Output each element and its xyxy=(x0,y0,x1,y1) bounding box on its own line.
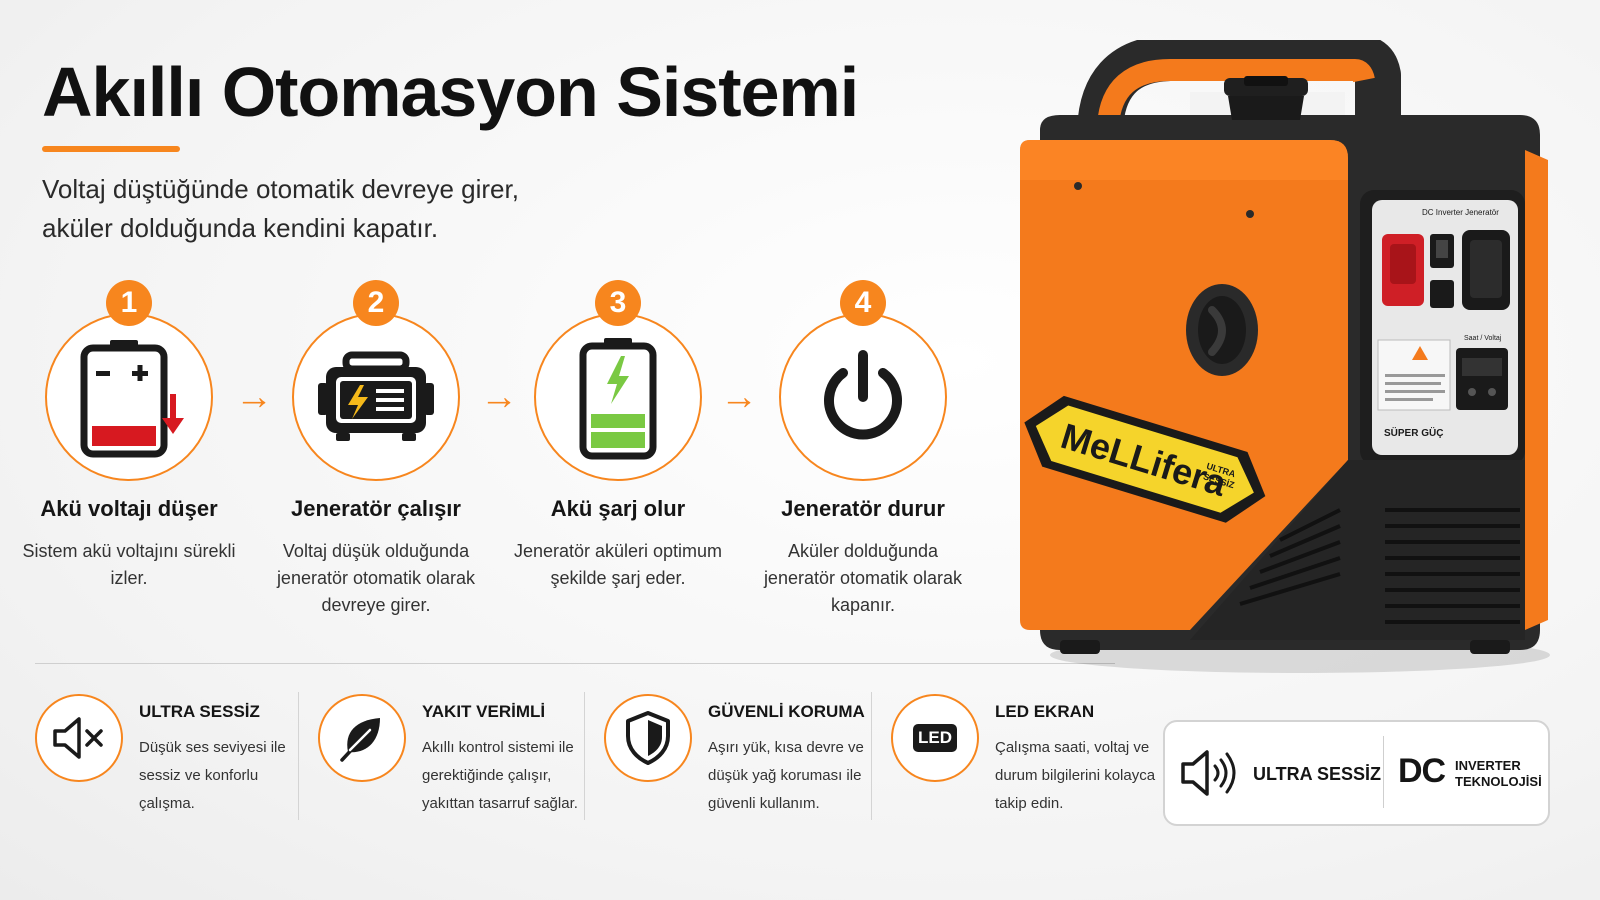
feature-guvenli-koruma: GÜVENLİ KORUMA Aşırı yük, kısa devre ve … xyxy=(604,692,874,822)
speaker-sound-icon xyxy=(1181,750,1236,796)
panel-title: DC Inverter Jeneratör xyxy=(1422,208,1499,217)
power-icon xyxy=(824,350,902,440)
page-title: Akıllı Otomasyon Sistemi xyxy=(42,53,859,131)
step-1-icon-circle xyxy=(45,313,213,481)
led-icon: LED xyxy=(913,724,957,752)
badge-inverter-line1: INVERTER xyxy=(1455,758,1521,773)
feature-separator xyxy=(871,692,872,820)
step-3-desc: Jeneratör aküleri optimum şekilde şarj e… xyxy=(513,541,723,588)
subtitle-line-2: aküler dolduğunda kendini kapatır. xyxy=(42,213,439,243)
badge-inverter-line2: TEKNOLOJİSİ xyxy=(1455,774,1542,789)
feature-led-ekran: LED LED EKRAN Çalışma saati, voltaj ve d… xyxy=(891,692,1161,822)
step-number-1: 1 xyxy=(106,280,152,326)
meter-label: Saat / Voltaj xyxy=(1464,335,1502,342)
step-1-desc: Sistem akü voltajını sürekli izler. xyxy=(22,541,236,588)
feature-icon-circle xyxy=(35,694,123,782)
feature-desc: Düşük ses seviyesi ile sessiz ve konforl… xyxy=(139,739,286,812)
generator-product-image: MeLLifera ULTRA SESSİZ DC Inverter Jener… xyxy=(1020,40,1550,673)
feature-title: LED EKRAN xyxy=(995,702,1095,721)
battery-charging-icon xyxy=(579,338,657,460)
step-3-title: Akü şarj olur xyxy=(550,496,686,521)
subtitle-line-1: Voltaj düştüğünde otomatik devreye girer… xyxy=(42,174,519,204)
section-divider xyxy=(35,663,1115,664)
feature-title: ULTRA SESSİZ xyxy=(139,702,260,721)
step-arrow-3: → xyxy=(720,376,758,418)
feature-separator xyxy=(584,692,585,820)
title-underline xyxy=(42,146,180,152)
page-subtitle: Voltaj düştüğünde otomatik devreye girer… xyxy=(42,170,519,248)
tech-badge: ULTRA SESSİZ DC INVERTER TEKNOLOJİSİ xyxy=(1163,720,1550,826)
badge-inverter-label: INVERTER TEKNOLOJİSİ xyxy=(1455,758,1542,790)
feature-title: GÜVENLİ KORUMA xyxy=(708,702,865,721)
step-2-title: Jeneratör çalışır xyxy=(291,496,461,521)
step-2-desc: Voltaj düşük olduğunda jeneratör otomati… xyxy=(276,541,476,615)
feature-desc: Çalışma saati, voltaj ve durum bilgileri… xyxy=(995,739,1156,812)
feature-title: YAKIT VERİMLİ xyxy=(422,702,546,721)
feature-yakit-verimli: YAKIT VERİMLİ Akıllı kontrol sistemi ile… xyxy=(318,692,588,822)
battery-low-icon xyxy=(80,340,184,458)
feature-ultra-sessiz: ULTRA SESSİZ Düşük ses seviyesi ile sess… xyxy=(35,692,305,822)
step-number-2: 2 xyxy=(353,280,399,326)
badge-separator xyxy=(1383,736,1384,808)
panel-brand: SÜPER GÜÇ xyxy=(1384,426,1443,439)
step-number-4: 4 xyxy=(840,280,886,326)
step-4-title: Jeneratör durur xyxy=(781,496,945,521)
feature-icon-circle: LED xyxy=(891,694,979,782)
feature-desc: Aşırı yük, kısa devre ve düşük yağ korum… xyxy=(708,739,864,812)
feature-icon-circle xyxy=(604,694,692,782)
step-4-icon-circle xyxy=(779,313,947,481)
badge-dc-label: DC xyxy=(1398,752,1446,790)
shield-icon xyxy=(626,711,670,765)
step-3-icon-circle xyxy=(534,313,702,481)
step-1-title: Akü voltajı düşer xyxy=(40,496,218,521)
badge-ultra-label: ULTRA SESSİZ xyxy=(1253,764,1382,784)
speaker-mute-icon xyxy=(53,717,103,759)
generator-icon xyxy=(318,351,434,441)
step-2-icon-circle xyxy=(292,313,460,481)
step-arrow-2: → xyxy=(480,376,518,418)
feature-desc: Akıllı kontrol sistemi ile gerektiğinde … xyxy=(422,739,578,812)
step-4-desc: Aküler dolduğunda jeneratör otomatik ola… xyxy=(763,541,963,615)
step-arrow-1: → xyxy=(235,376,273,418)
feature-separator xyxy=(298,692,299,820)
step-number-3: 3 xyxy=(595,280,641,326)
feature-icon-circle xyxy=(318,694,406,782)
leaf-icon xyxy=(340,718,380,762)
